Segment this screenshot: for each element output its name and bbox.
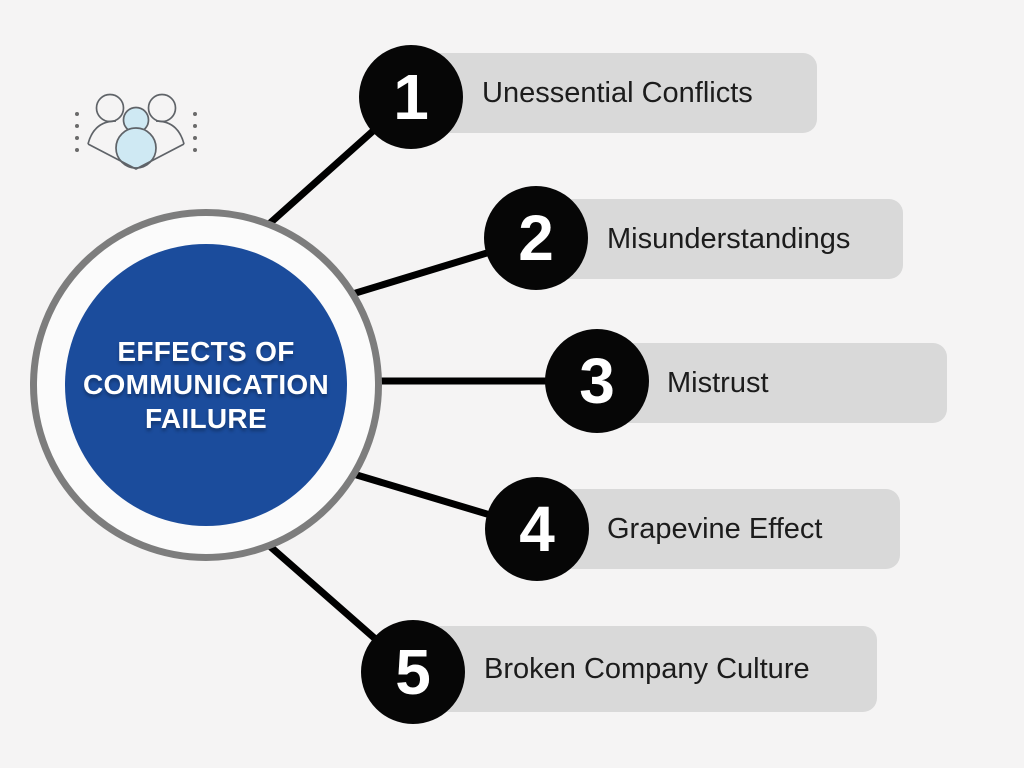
effect-label-4: Grapevine Effect xyxy=(607,512,823,545)
effect-pill-3: Mistrust xyxy=(595,343,947,423)
effect-pill-5: Broken Company Culture xyxy=(412,626,877,712)
effect-pill-4: Grapevine Effect xyxy=(535,489,900,569)
effect-number-badge-3: 3 xyxy=(545,329,649,433)
center-title: EFFECTS OF COMMUNICATION FAILURE xyxy=(75,335,337,434)
center-circle: EFFECTS OF COMMUNICATION FAILURE xyxy=(65,244,347,526)
effect-number-badge-4: 4 xyxy=(485,477,589,581)
back-person-shoulder-left xyxy=(87,120,117,145)
center-title-line-3: FAILURE xyxy=(145,402,267,434)
effect-pill-2: Misunderstandings xyxy=(535,199,903,279)
dotted-accent-left xyxy=(75,112,79,152)
effect-label-1: Unessential Conflicts xyxy=(482,76,753,109)
back-person-shoulder-right xyxy=(155,120,185,145)
effect-number-4: 4 xyxy=(519,493,555,565)
center-title-line-2: COMMUNICATION xyxy=(82,369,329,401)
back-person-head-left xyxy=(95,93,125,123)
effect-pill-1: Unessential Conflicts xyxy=(410,53,817,133)
effect-label-3: Mistrust xyxy=(667,366,769,399)
back-person-head-right xyxy=(147,93,177,123)
effect-label-2: Misunderstandings xyxy=(607,222,851,255)
effect-number-badge-1: 1 xyxy=(359,45,463,149)
effect-number-1: 1 xyxy=(393,61,429,133)
center-title-line-1: EFFECTS OF xyxy=(117,336,295,368)
center-ring: EFFECTS OF COMMUNICATION FAILURE xyxy=(30,209,382,561)
effect-label-5: Broken Company Culture xyxy=(484,652,810,685)
effect-number-3: 3 xyxy=(579,345,615,417)
dotted-accent-right xyxy=(193,112,197,152)
people-group-icon xyxy=(75,93,197,170)
effect-number-badge-5: 5 xyxy=(361,620,465,724)
front-person-shoulders xyxy=(87,143,185,170)
front-person-head xyxy=(115,127,157,169)
effect-number-2: 2 xyxy=(518,202,554,274)
effect-number-5: 5 xyxy=(395,636,431,708)
effect-number-badge-2: 2 xyxy=(484,186,588,290)
